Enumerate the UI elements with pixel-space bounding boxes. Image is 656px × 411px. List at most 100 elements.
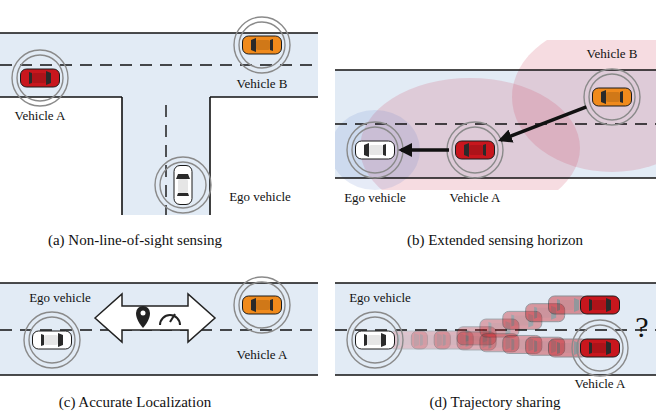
- car-body: [243, 296, 282, 314]
- car-rear-window: [488, 337, 491, 349]
- panel-caption: (d) Trajectory sharing: [430, 394, 561, 411]
- vehicle-node: Vehicle A: [455, 140, 495, 160]
- car-rear-window: [620, 91, 623, 103]
- car-roof: [32, 73, 46, 83]
- car-windshield: [601, 90, 606, 104]
- car-rear-window: [511, 314, 514, 326]
- illustration-part: [0, 32, 318, 34]
- car-icon: [355, 140, 395, 160]
- sensor-ring: [452, 127, 498, 173]
- vehicle-label: Ego vehicle: [229, 190, 291, 204]
- car-rear-window: [29, 72, 32, 84]
- vehicle-node: Vehicle B: [242, 35, 282, 55]
- car-body-group: [243, 296, 282, 314]
- car-icon: [173, 165, 193, 205]
- road-panel-c: [0, 283, 318, 375]
- car-body-group: [593, 88, 632, 106]
- vehicle-label: Vehicle A: [575, 377, 626, 391]
- road-panel-a: [0, 33, 318, 215]
- car-roof: [606, 92, 620, 102]
- car-body: [356, 331, 395, 349]
- car-body-group: [456, 141, 495, 159]
- vehicle-label: Vehicle A: [237, 348, 288, 362]
- car-roof: [256, 300, 270, 310]
- car-body: [581, 296, 620, 314]
- sensor-ring: [24, 312, 80, 368]
- car-windshield: [381, 333, 386, 347]
- car-icon: [355, 330, 395, 350]
- double-arrow: [95, 294, 215, 342]
- sensor-ring: [239, 282, 285, 328]
- vehicle-node: Ego vehicle: [32, 330, 72, 350]
- road-edges: [335, 70, 656, 178]
- car-windshield: [251, 38, 256, 52]
- vehicle-label: Vehicle A: [15, 109, 66, 123]
- car-rear-window: [420, 334, 423, 346]
- car-icon: [455, 140, 495, 160]
- car-body: [243, 36, 282, 54]
- sensor-ring: [347, 312, 403, 368]
- car-windshield: [251, 298, 256, 312]
- car-roof: [367, 335, 381, 345]
- car-rear-window: [177, 193, 189, 196]
- car-body: [456, 141, 495, 159]
- vehicle-node: Ego vehicle: [355, 330, 395, 350]
- vehicle-label: Vehicle B: [587, 47, 638, 61]
- vehicle-label: Ego vehicle: [344, 191, 406, 205]
- trajectory-ghosts: [389, 296, 620, 357]
- message-arrow: [401, 148, 449, 152]
- sensor-ring: [234, 277, 290, 333]
- car-rear-window: [589, 299, 592, 311]
- car-body: [174, 166, 192, 205]
- car-windshield: [176, 174, 190, 179]
- sensor-ring: [584, 69, 640, 125]
- car-roof: [369, 145, 383, 155]
- car-rear-window: [557, 299, 560, 311]
- lane-divider: [0, 65, 318, 215]
- car-rear-window: [534, 307, 537, 319]
- illustration-part: [0, 374, 318, 376]
- car-body: [33, 331, 72, 349]
- road-surface: [0, 283, 318, 375]
- vehicle-node: Vehicle A: [580, 338, 620, 358]
- car-roof: [469, 145, 483, 155]
- road-edges: [0, 33, 318, 215]
- illustration-part: [210, 96, 318, 98]
- car-rear-window: [511, 338, 514, 350]
- car-windshield: [46, 71, 51, 85]
- car-body-group: [174, 166, 192, 205]
- car-rear-window: [443, 334, 446, 346]
- vehicle-node: Vehicle A: [242, 295, 282, 315]
- sensor-ring: [239, 22, 285, 68]
- car-rear-window: [488, 322, 491, 334]
- car-roof: [178, 179, 188, 193]
- sensor-ring: [572, 320, 628, 376]
- illustration-part: [121, 97, 123, 215]
- car-body: [21, 69, 60, 87]
- car-roof: [44, 335, 58, 345]
- sensor-ring: [347, 122, 403, 178]
- car-body-group: [356, 331, 395, 349]
- road-surface: [335, 283, 656, 375]
- car-rear-window: [534, 340, 537, 352]
- car-body-group: [356, 141, 395, 159]
- car-body-group: [581, 296, 620, 314]
- car-windshield: [606, 341, 611, 355]
- vehicle-node: Ego vehicle: [355, 140, 395, 160]
- vehicle-label: Ego vehicle: [349, 291, 411, 305]
- panel-caption: (c) Accurate Localization: [59, 394, 211, 411]
- road-panel-b: [330, 22, 656, 218]
- road-edges: [335, 283, 656, 375]
- car-rear-window: [270, 299, 273, 311]
- car-icon: [32, 330, 72, 350]
- panel-caption: (b) Extended sensing horizon: [407, 232, 583, 249]
- car-windshield: [606, 298, 611, 312]
- car-body-group: [33, 331, 72, 349]
- predicted-car: [581, 296, 620, 314]
- car-rear-window: [557, 342, 560, 354]
- car-icon: [592, 87, 632, 107]
- vehicle-label: Vehicle A: [450, 191, 501, 205]
- car-roof: [592, 343, 606, 353]
- car-icon: [242, 35, 282, 55]
